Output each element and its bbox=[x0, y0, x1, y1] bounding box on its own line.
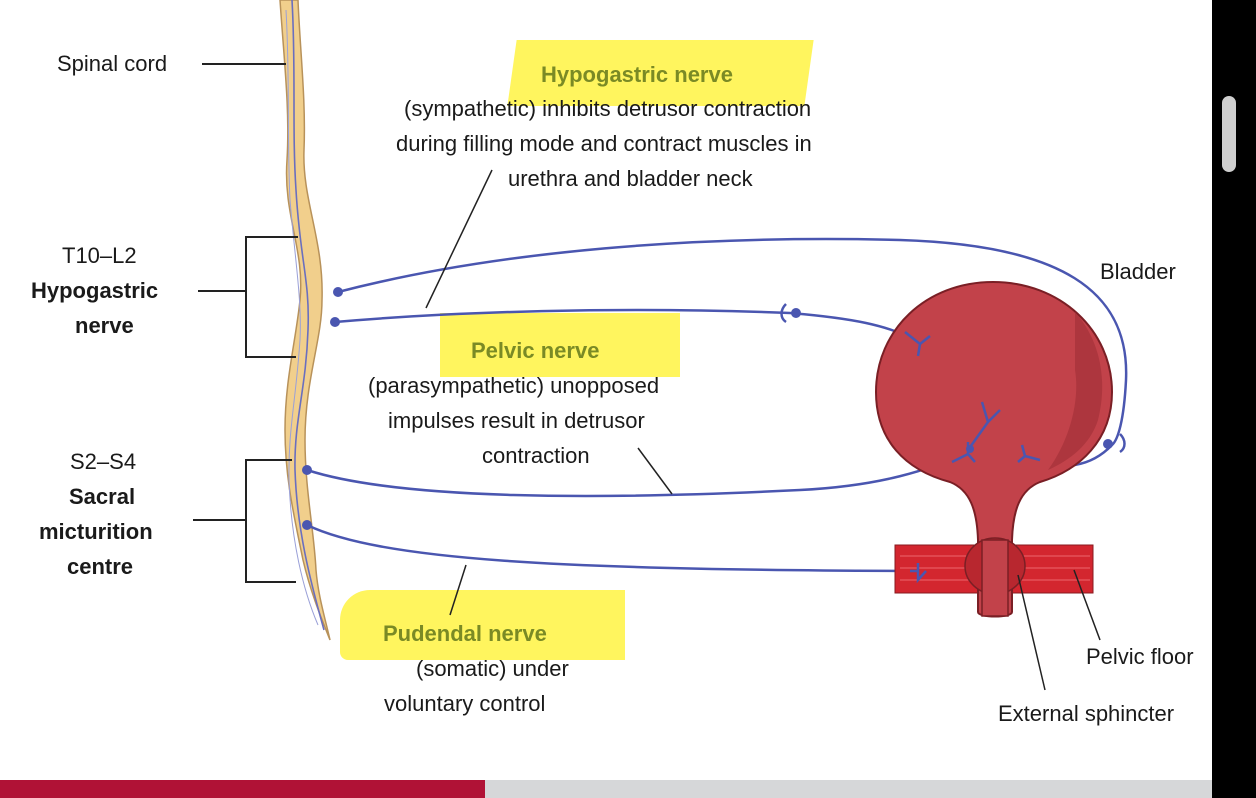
hypogastric-line-3: urethra and bladder neck bbox=[508, 166, 753, 191]
leader-pudendal bbox=[449, 564, 467, 616]
label-sacral-2: micturition bbox=[39, 519, 153, 544]
label-bladder: Bladder bbox=[1100, 259, 1176, 284]
label-t10-l2: T10–L2 bbox=[62, 243, 137, 268]
terminal-dot bbox=[966, 445, 974, 453]
nerve-dot-3 bbox=[302, 465, 312, 475]
leader-hypogastric bbox=[425, 169, 493, 309]
ganglion-dot-2 bbox=[1103, 439, 1113, 449]
nerve-dot-1 bbox=[333, 287, 343, 297]
label-s2-s4: S2–S4 bbox=[70, 449, 137, 474]
slide-footer-bar-grey bbox=[485, 780, 1212, 798]
terminal-1 bbox=[904, 331, 931, 357]
slide-footer-bar-red bbox=[0, 780, 485, 798]
pelvic-line-2: impulses result in detrusor bbox=[388, 408, 645, 433]
pudendal-line-1: (somatic) under bbox=[416, 656, 569, 681]
leader-external-sphincter bbox=[1017, 574, 1046, 691]
scrollbar-thumb[interactable] bbox=[1222, 96, 1236, 172]
highlight-pelvic bbox=[440, 313, 680, 377]
pelvic-line-1: (parasympathetic) unopposed bbox=[368, 373, 660, 398]
urethra bbox=[981, 539, 1009, 617]
label-sacral-3: centre bbox=[67, 554, 134, 579]
nerve-pelvic bbox=[306, 450, 969, 498]
hypogastric-title: Hypogastric nerve bbox=[541, 62, 733, 87]
bladder-shading bbox=[1048, 312, 1103, 470]
terminal-5 bbox=[910, 563, 927, 584]
pelvic-title: Pelvic nerve bbox=[471, 338, 600, 363]
label-external-sphincter: External sphincter bbox=[998, 701, 1175, 726]
pudendal-title: Pudendal nerve bbox=[383, 621, 547, 646]
label-pelvic-floor: Pelvic floor bbox=[1086, 644, 1194, 669]
highlight-pudendal bbox=[340, 590, 625, 660]
nerve-dot-4 bbox=[302, 520, 312, 530]
spinal-cord-shape bbox=[279, 0, 331, 641]
label-hypogastric-left-1: Hypogastric bbox=[31, 278, 159, 303]
ganglion-synapse-2 bbox=[1119, 433, 1126, 454]
terminal-4 bbox=[1017, 444, 1041, 463]
leader-pelvic-floor bbox=[1073, 569, 1101, 641]
nerve-hypogastric-upper bbox=[337, 237, 1128, 446]
ganglion-dot-1 bbox=[791, 308, 801, 318]
ganglion-synapse-1 bbox=[780, 303, 787, 324]
hypogastric-line-1: (sympathetic) inhibits detrusor contract… bbox=[404, 96, 812, 121]
nerve-dot-2 bbox=[330, 317, 340, 327]
label-spinal-cord: Spinal cord bbox=[57, 51, 168, 76]
nerve-pudendal bbox=[306, 523, 911, 573]
nerve-hypogastric-lower bbox=[334, 308, 919, 344]
spinal-cord-inner-line-2 bbox=[285, 9, 319, 626]
label-hypogastric-left-2: nerve bbox=[75, 313, 134, 338]
spinal-cord-inner-line bbox=[291, 0, 325, 631]
hypogastric-line-2: during filling mode and contract muscles… bbox=[396, 131, 812, 156]
terminal-2 bbox=[966, 401, 1001, 451]
bracket-t10-l2 bbox=[245, 236, 298, 358]
leader-pelvic bbox=[637, 447, 673, 495]
label-sacral-1: Sacral bbox=[69, 484, 136, 509]
pelvic-line-3: contraction bbox=[482, 443, 590, 468]
pudendal-line-2: voluntary control bbox=[384, 691, 546, 716]
